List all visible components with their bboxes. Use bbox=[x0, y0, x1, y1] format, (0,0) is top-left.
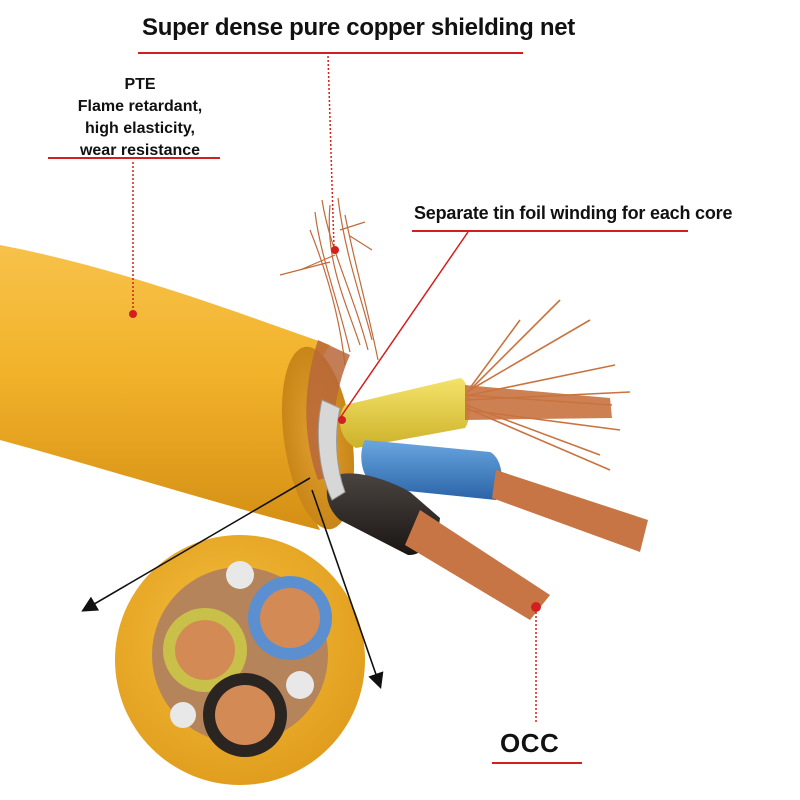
blue-core bbox=[361, 440, 502, 500]
shield-dot bbox=[331, 246, 339, 254]
occ-label: OCC bbox=[500, 728, 560, 758]
strand-bundle-yg bbox=[465, 385, 612, 420]
pte-underline bbox=[48, 157, 220, 159]
copper-strands-yg bbox=[464, 299, 631, 471]
tin-foil bbox=[317, 399, 346, 501]
shield-underline bbox=[138, 52, 523, 54]
outer-sheath bbox=[0, 245, 330, 530]
pte-line-2: high elasticity, bbox=[85, 120, 195, 137]
occ-dot bbox=[531, 602, 541, 612]
cross-section bbox=[115, 535, 365, 785]
pte-line-1: Flame retardant, bbox=[77, 98, 203, 115]
leader-lines bbox=[132, 55, 537, 722]
strand-bundle-blue bbox=[492, 470, 648, 552]
pte-line-3: wear resistance bbox=[79, 142, 201, 159]
magnify-arrows bbox=[81, 477, 384, 690]
foil-underline bbox=[412, 230, 688, 232]
pte-title: PTE bbox=[124, 76, 156, 93]
shield-label: Super dense pure copper shielding net bbox=[142, 14, 575, 41]
pte-dot bbox=[129, 310, 137, 318]
occ-underline bbox=[492, 762, 582, 764]
yellow-green-core bbox=[339, 378, 471, 448]
pte-label: PTE Flame retardant, high elasticity, we… bbox=[40, 74, 240, 162]
foil-label: Separate tin foil winding for each core bbox=[414, 203, 733, 223]
copper-braid bbox=[279, 197, 379, 366]
strand-bundle-black bbox=[405, 510, 550, 620]
foil-dot bbox=[338, 416, 346, 424]
